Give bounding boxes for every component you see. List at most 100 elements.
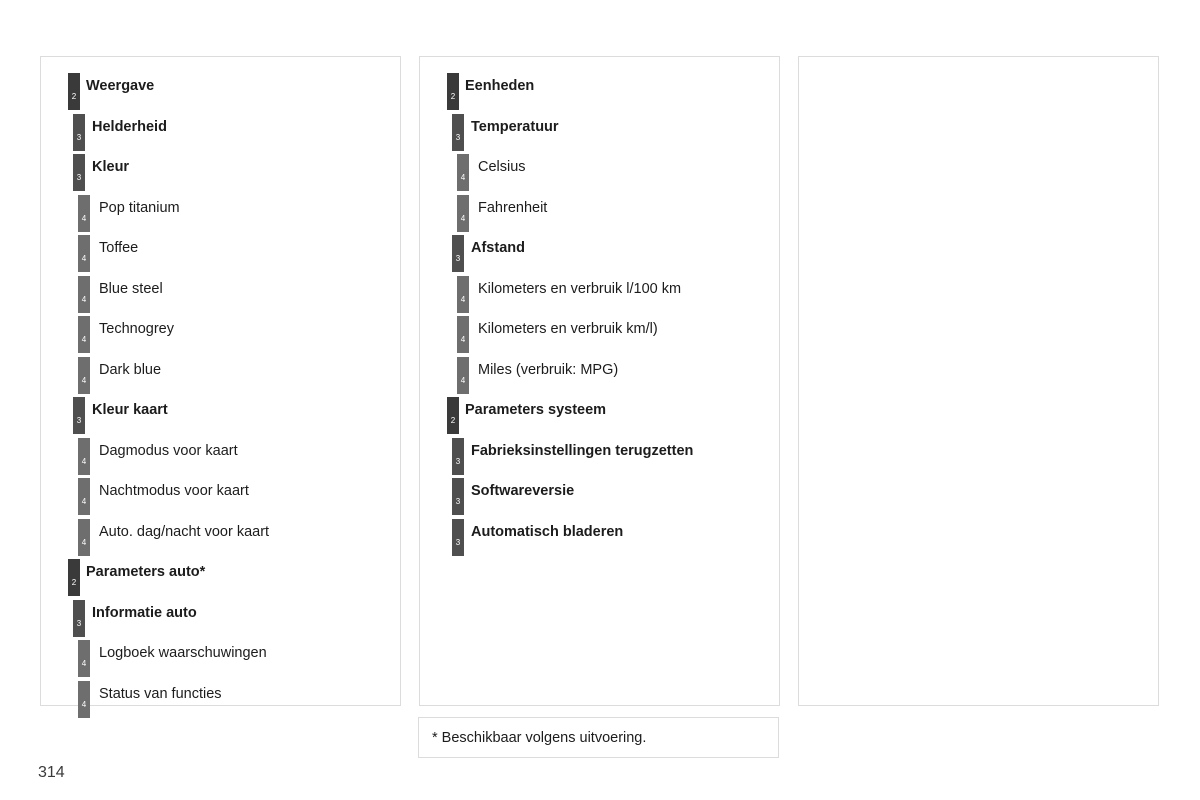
level-marker-number: 4 [81, 335, 87, 344]
level-marker-number: 4 [460, 375, 466, 385]
index-entry-label: Afstand [471, 240, 525, 256]
index-entry[interactable]: 3 Kleur [49, 148, 392, 191]
index-entry-label: Dark blue [99, 361, 162, 378]
level-marker-number: 4 [81, 659, 87, 668]
index-entry-label: Weergave [86, 78, 155, 94]
level-marker-2: 2 [68, 73, 80, 110]
level-marker-number: 4 [81, 497, 87, 506]
index-entry-label: Parameters auto* [86, 564, 206, 580]
level-marker-2: 2 [68, 559, 80, 596]
level-marker-3: 3 [73, 397, 85, 434]
index-entry-label: Miles (verbruik: MPG) [478, 361, 619, 378]
index-entry-label: Helderheid [92, 118, 167, 135]
level-marker-number: 2 [450, 92, 456, 101]
index-entry[interactable]: 3 Kleur kaart [49, 391, 392, 434]
level-marker-number: 3 [76, 132, 82, 142]
index-entry[interactable]: 4 Kilometers en verbruik l/100 km [428, 270, 771, 313]
level-marker-number: 3 [76, 618, 82, 628]
index-entry-label: Blue steel [99, 280, 163, 297]
level-marker-3: 3 [452, 113, 464, 151]
index-entry[interactable]: 4 Dagmodus voor kaart [49, 432, 392, 475]
index-entry-label: Fahrenheit [478, 199, 548, 216]
index-entry-label: Dagmodus voor kaart [99, 442, 238, 459]
level-marker-number: 3 [455, 254, 461, 263]
level-marker-3: 3 [452, 437, 464, 475]
index-entry[interactable]: 3 Fabrieksinstellingen terugzetten [428, 432, 771, 475]
level-marker-number: 4 [81, 456, 87, 466]
level-marker-4: 4 [457, 316, 469, 353]
index-entry[interactable]: 2 Eenheden [428, 67, 771, 110]
index-entry-label: Kilometers en verbruik km/l) [478, 321, 658, 337]
page-number: 314 [38, 764, 65, 781]
level-marker-4: 4 [78, 478, 90, 515]
index-entry[interactable]: 2 Parameters systeem [428, 391, 771, 434]
level-marker-number: 3 [455, 456, 461, 466]
index-entry[interactable]: 4 Miles (verbruik: MPG) [428, 351, 771, 394]
level-marker-3: 3 [73, 599, 85, 637]
level-marker-number: 3 [455, 497, 461, 506]
level-marker-2: 2 [447, 397, 459, 434]
index-entry-label: Automatisch bladeren [471, 523, 624, 540]
index-entry[interactable]: 3 Informatie auto [49, 594, 392, 637]
index-entry-label: Auto. dag/nacht voor kaart [99, 523, 270, 540]
index-entry[interactable]: 4 Kilometers en verbruik km/l) [428, 310, 771, 353]
index-entry-label: Informatie auto [92, 604, 197, 621]
index-entry[interactable]: 4 Fahrenheit [428, 189, 771, 232]
level-marker-4: 4 [78, 518, 90, 556]
level-marker-4: 4 [78, 356, 90, 394]
level-marker-4: 4 [78, 316, 90, 353]
level-marker-2: 2 [447, 73, 459, 110]
index-entry[interactable]: 2 Weergave [49, 67, 392, 110]
level-marker-4: 4 [78, 194, 90, 232]
index-entry-label: Temperatuur [471, 118, 559, 135]
index-entry[interactable]: 3 Automatisch bladeren [428, 513, 771, 556]
level-marker-4: 4 [78, 437, 90, 475]
index-entry[interactable]: 3 Temperatuur [428, 108, 771, 151]
level-marker-4: 4 [457, 154, 469, 191]
level-marker-4: 4 [78, 680, 90, 718]
index-entry[interactable]: 4 Blue steel [49, 270, 392, 313]
level-marker-number: 3 [76, 173, 82, 182]
level-marker-number: 4 [460, 294, 466, 304]
index-entry[interactable]: 3 Softwareversie [428, 472, 771, 515]
level-marker-3: 3 [452, 518, 464, 556]
index-entry-label: Kilometers en verbruik l/100 km [478, 280, 682, 297]
level-marker-number: 2 [71, 578, 77, 587]
level-marker-number: 3 [455, 132, 461, 142]
level-marker-4: 4 [78, 275, 90, 313]
level-marker-number: 4 [460, 335, 466, 344]
index-entry-label: Logboek waarschuwingen [99, 645, 267, 661]
index-entry-label: Kleur [92, 159, 130, 175]
index-entry-label: Kleur kaart [92, 402, 168, 418]
footnote-box: * Beschikbaar volgens uitvoering. [418, 717, 779, 758]
index-entry[interactable]: 3 Afstand [428, 229, 771, 272]
level-marker-number: 4 [81, 699, 87, 709]
index-entry-label: Parameters systeem [465, 402, 607, 418]
index-entry-label: Fabrieksinstellingen terugzetten [471, 442, 694, 459]
index-entry-label: Softwareversie [471, 483, 575, 499]
level-marker-3: 3 [73, 113, 85, 151]
level-marker-number: 4 [460, 173, 466, 182]
level-marker-4: 4 [457, 194, 469, 232]
index-entry-label: Eenheden [465, 78, 535, 94]
level-marker-4: 4 [457, 275, 469, 313]
level-marker-number: 3 [455, 537, 461, 547]
footnote-text: * Beschikbaar volgens uitvoering. [432, 730, 647, 746]
index-entry[interactable]: 3 Helderheid [49, 108, 392, 151]
index-entry[interactable]: 4 Dark blue [49, 351, 392, 394]
level-marker-number: 4 [81, 213, 87, 223]
index-entry[interactable]: 4 Auto. dag/nacht voor kaart [49, 513, 392, 556]
index-entry[interactable]: 2 Parameters auto* [49, 553, 392, 596]
index-entry[interactable]: 4 Logboek waarschuwingen [49, 634, 392, 677]
level-marker-number: 2 [71, 92, 77, 101]
index-entry-label: Toffee [99, 240, 139, 256]
